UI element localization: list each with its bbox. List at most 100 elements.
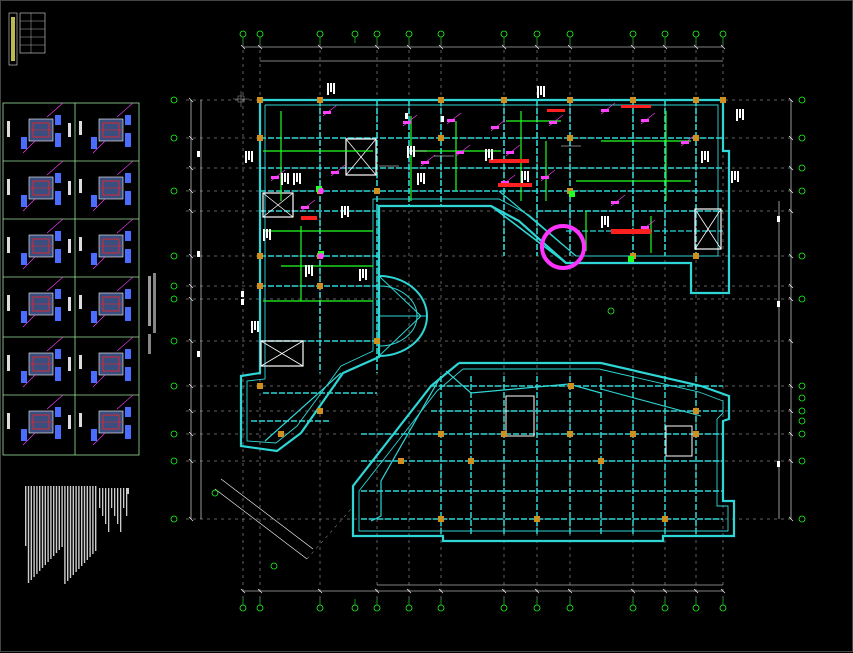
- label-block: [68, 297, 71, 311]
- dim-text: [241, 299, 244, 305]
- structural-column: [278, 431, 284, 437]
- dim-tick: [630, 44, 636, 50]
- axis-bubble-top: [316, 30, 324, 38]
- text-block: [311, 265, 313, 276]
- bay-rib: [378, 275, 422, 317]
- drawing-title-vertical: [148, 273, 156, 354]
- axis-bubble-bottom: [437, 604, 445, 612]
- text-block: [269, 229, 271, 240]
- axis-bubble-right: [798, 187, 806, 195]
- axis-bubble-bottom: [316, 604, 324, 612]
- axis-bubble-right: [798, 515, 806, 523]
- crosshair-icon: [233, 91, 249, 107]
- text-block: [299, 173, 301, 184]
- text-block: [491, 149, 493, 160]
- text-block: [359, 269, 361, 281]
- grid-lines: [186, 43, 791, 601]
- anno-leader: [505, 144, 521, 157]
- structural-column: [257, 383, 263, 389]
- structural-column: [693, 135, 699, 141]
- selection-circle[interactable]: [540, 224, 586, 270]
- text-block: [287, 173, 289, 184]
- tag-block: [91, 429, 97, 441]
- dim-tick: [662, 44, 668, 50]
- note-line: [108, 488, 110, 532]
- tag-block: [55, 191, 61, 205]
- leader: [92, 432, 106, 446]
- dim-tick: [501, 44, 507, 50]
- tag-block: [55, 133, 61, 147]
- leader: [46, 276, 64, 292]
- tag-block: [125, 425, 131, 439]
- legend-block: [8, 12, 46, 66]
- axis-bubble-left: [170, 96, 178, 104]
- tag-block: [125, 349, 131, 359]
- note-line: [126, 488, 129, 494]
- axis-bubble-right: [798, 430, 806, 438]
- dim-tick: [188, 188, 194, 194]
- axis-bubble-top: [437, 30, 445, 38]
- tag-block: [125, 249, 131, 263]
- axis-bubble-left: [170, 282, 178, 290]
- structural-column: [567, 431, 573, 437]
- dim-tick: [188, 253, 194, 259]
- note-line: [55, 486, 58, 553]
- note-line: [72, 486, 74, 575]
- structural-floor-plan[interactable]: [170, 30, 806, 612]
- beam-diagonal: [445, 370, 602, 394]
- axis-bubble-top: [500, 30, 508, 38]
- note-line: [86, 486, 88, 560]
- axis-bubble-bottom: [351, 604, 359, 612]
- text-block: [601, 216, 603, 228]
- tag-block: [21, 371, 27, 383]
- structural-column: [374, 338, 380, 344]
- tag-block: [125, 367, 131, 381]
- text-block: [604, 216, 606, 225]
- tag-block: [125, 407, 131, 417]
- opening: [665, 425, 693, 457]
- beam-diagonal: [264, 372, 342, 442]
- axis-bubble-top: [661, 30, 669, 38]
- note-line: [36, 486, 38, 574]
- text-block: [308, 265, 310, 274]
- text-block: [407, 146, 409, 158]
- dim-text: [405, 113, 408, 119]
- anno-leader: [322, 104, 338, 117]
- rebar-mark: [611, 229, 651, 234]
- tag-block: [91, 371, 97, 383]
- dimension-lines: [188, 44, 794, 594]
- tag-block: [125, 289, 131, 299]
- text-block: [284, 173, 286, 182]
- text-block: [707, 151, 709, 162]
- note-line: [47, 486, 49, 562]
- tag-block: [21, 429, 27, 441]
- structural-column: [720, 97, 726, 103]
- dim-tick: [257, 44, 263, 50]
- text-block: [410, 146, 412, 155]
- axis-bubbles: [170, 30, 806, 612]
- beam-diagonal: [600, 388, 702, 417]
- text-block: [254, 321, 256, 330]
- dim-diagonal: [220, 478, 314, 550]
- leader: [46, 218, 64, 234]
- structural-column: [438, 431, 444, 437]
- dim-tick: [188, 165, 194, 171]
- text-block: [537, 86, 539, 98]
- text-block: [296, 173, 298, 182]
- tag-block: [55, 289, 61, 299]
- axis-bubble-left: [170, 134, 178, 142]
- structural-column: [567, 135, 573, 141]
- axis-bubble-top: [239, 30, 247, 38]
- general-notes: [25, 486, 129, 584]
- note-line: [25, 486, 27, 546]
- tag-block: [21, 195, 27, 207]
- axis-bubble-left: [170, 430, 178, 438]
- tag-block: [21, 137, 27, 149]
- note-line: [95, 486, 97, 551]
- axis-bubble-left: [170, 515, 178, 523]
- leader: [116, 276, 134, 292]
- note-line: [61, 486, 63, 547]
- axis-bubble-top: [719, 30, 727, 38]
